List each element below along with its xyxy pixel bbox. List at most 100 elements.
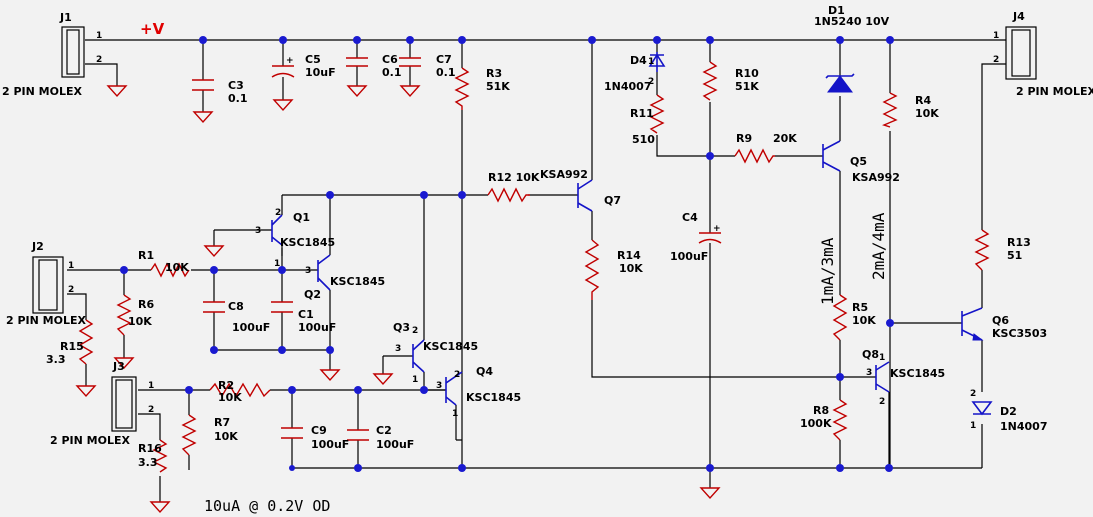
q4-pin3: 3 bbox=[436, 381, 442, 391]
r12-ref: R12 10K bbox=[488, 171, 540, 184]
range-label-1ma-3ma: 1mA/3mA bbox=[818, 237, 837, 305]
r14-value: 10K bbox=[619, 262, 643, 275]
q4-part: KSC1845 bbox=[466, 391, 521, 404]
j3-pin1: 1 bbox=[148, 381, 154, 391]
q3-part: KSC1845 bbox=[423, 340, 478, 353]
r5-value: 10K bbox=[852, 314, 876, 327]
q3-ref: Q3 bbox=[393, 321, 410, 334]
j2-pin2: 2 bbox=[68, 285, 74, 295]
c5-value: 10uF bbox=[305, 66, 336, 79]
j3-ref: J3 bbox=[112, 360, 125, 373]
r5-ref: R5 bbox=[852, 301, 868, 314]
r13-ref: R13 bbox=[1007, 236, 1031, 249]
j1-ref: J1 bbox=[59, 11, 72, 24]
r7-value: 10K bbox=[214, 430, 238, 443]
r15-ref: R15 bbox=[60, 340, 84, 353]
q3-pin3: 3 bbox=[395, 344, 401, 354]
d2-value: 1N4007 bbox=[1000, 420, 1047, 433]
c5-ref: C5 bbox=[305, 53, 321, 66]
r16-ref: R16 bbox=[138, 442, 162, 455]
r4-ref: R4 bbox=[915, 94, 931, 107]
q4-ref: Q4 bbox=[476, 365, 493, 378]
q5-part: KSA992 bbox=[852, 171, 900, 184]
svg-text:+: + bbox=[713, 224, 721, 234]
connector-j4 bbox=[1005, 26, 1037, 80]
svg-text:+: + bbox=[286, 56, 294, 66]
q1-pin1: 1 bbox=[274, 259, 280, 269]
connector-labels: J1 1 2 2 PIN MOLEX J4 1 2 2 PIN MOLEX J2… bbox=[2, 10, 1093, 447]
pin-number-labels: 3 2 1 3 3 2 1 3 2 1 3 1 2 1 2 2 1 bbox=[255, 57, 976, 431]
c6-ref: C6 bbox=[382, 53, 398, 66]
j2-type: 2 PIN MOLEX bbox=[6, 314, 86, 327]
c9-value: 100uF bbox=[311, 438, 349, 451]
r2-value: 10K bbox=[218, 391, 242, 404]
j2-pin1: 1 bbox=[68, 261, 74, 271]
rail-label: +V bbox=[140, 20, 165, 38]
q3-pin1: 1 bbox=[412, 375, 418, 385]
spec-note: 10uA @ 0.2V OD bbox=[204, 497, 330, 515]
q7-ref: Q7 bbox=[604, 194, 621, 207]
junction-dots bbox=[120, 36, 894, 472]
j4-type: 2 PIN MOLEX bbox=[1016, 85, 1093, 98]
range-label-2ma-4ma: 2mA/4mA bbox=[869, 212, 888, 280]
c7-value: 0.1 bbox=[436, 66, 456, 79]
q1-pin2: 2 bbox=[275, 208, 281, 218]
j2-ref: J2 bbox=[31, 240, 44, 253]
transistor-labels: Q1 KSC1845 Q2 KSC1845 Q3 KSC1845 Q4 KSC1… bbox=[280, 155, 1047, 404]
j4-ref: J4 bbox=[1012, 10, 1025, 23]
c2-ref: C2 bbox=[376, 424, 392, 437]
r16-value: 3.3 bbox=[138, 456, 158, 469]
d1-value: 1N5240 10V bbox=[814, 15, 890, 28]
j1-type: 2 PIN MOLEX bbox=[2, 85, 82, 98]
d4-pin1: 1 bbox=[648, 57, 654, 67]
q8-part: KSC1845 bbox=[890, 367, 945, 380]
capacitor-labels: C3 0.1 C5 10uF C6 0.1 C7 0.1 C4 100uF C8… bbox=[228, 53, 708, 451]
transistor-symbols bbox=[271, 140, 984, 406]
c2-value: 100uF bbox=[376, 438, 414, 451]
r7-ref: R7 bbox=[214, 416, 230, 429]
c1-ref: C1 bbox=[298, 308, 314, 321]
c9-ref: C9 bbox=[311, 424, 327, 437]
diode-labels: D1 1N5240 10V D4 1N4007 D2 1N4007 bbox=[604, 4, 1047, 433]
r4-value: 10K bbox=[915, 107, 939, 120]
q2-ref: Q2 bbox=[304, 288, 321, 301]
r9-value: 20K bbox=[773, 132, 797, 145]
c8-ref: C8 bbox=[228, 300, 244, 313]
d4-ref: D4 bbox=[630, 54, 647, 67]
diode-symbols bbox=[648, 52, 993, 416]
j1-pin1: 1 bbox=[96, 31, 102, 41]
d1-ref: D1 bbox=[828, 4, 845, 17]
r3-ref: R3 bbox=[486, 67, 502, 80]
r1-value: 10K bbox=[165, 261, 189, 274]
j1-pin2: 2 bbox=[96, 55, 102, 65]
r8-ref: R8 bbox=[813, 404, 829, 417]
annotations: 1mA/3mA 2mA/4mA 10uA @ 0.2V OD bbox=[204, 212, 888, 515]
r10-value: 51K bbox=[735, 80, 759, 93]
q4-pin1: 1 bbox=[452, 409, 458, 419]
d2-ref: D2 bbox=[1000, 405, 1017, 418]
connector-j3 bbox=[111, 376, 137, 432]
d2-pin1: 1 bbox=[970, 421, 976, 431]
r13-value: 51 bbox=[1007, 249, 1022, 262]
r11-ref: R11 bbox=[630, 107, 654, 120]
c3-ref: C3 bbox=[228, 79, 244, 92]
c4-value: 100uF bbox=[670, 250, 708, 263]
j3-type: 2 PIN MOLEX bbox=[50, 434, 130, 447]
d2-pin2: 2 bbox=[970, 389, 976, 399]
q1-ref: Q1 bbox=[293, 211, 310, 224]
r1-ref: R1 bbox=[138, 249, 154, 262]
q8-ref: Q8 bbox=[862, 348, 879, 361]
q2-pin3: 3 bbox=[305, 266, 311, 276]
q5-ref: Q5 bbox=[850, 155, 867, 168]
r8-value: 100K bbox=[800, 417, 832, 430]
resistor-symbols bbox=[78, 61, 990, 473]
q1-pin3: 3 bbox=[255, 226, 261, 236]
q1-part: KSC1845 bbox=[280, 236, 335, 249]
r14-ref: R14 bbox=[617, 249, 641, 262]
q6-ref: Q6 bbox=[992, 314, 1009, 327]
d4-value: 1N4007 bbox=[604, 80, 651, 93]
r10-ref: R10 bbox=[735, 67, 759, 80]
c4-ref: C4 bbox=[682, 211, 698, 224]
